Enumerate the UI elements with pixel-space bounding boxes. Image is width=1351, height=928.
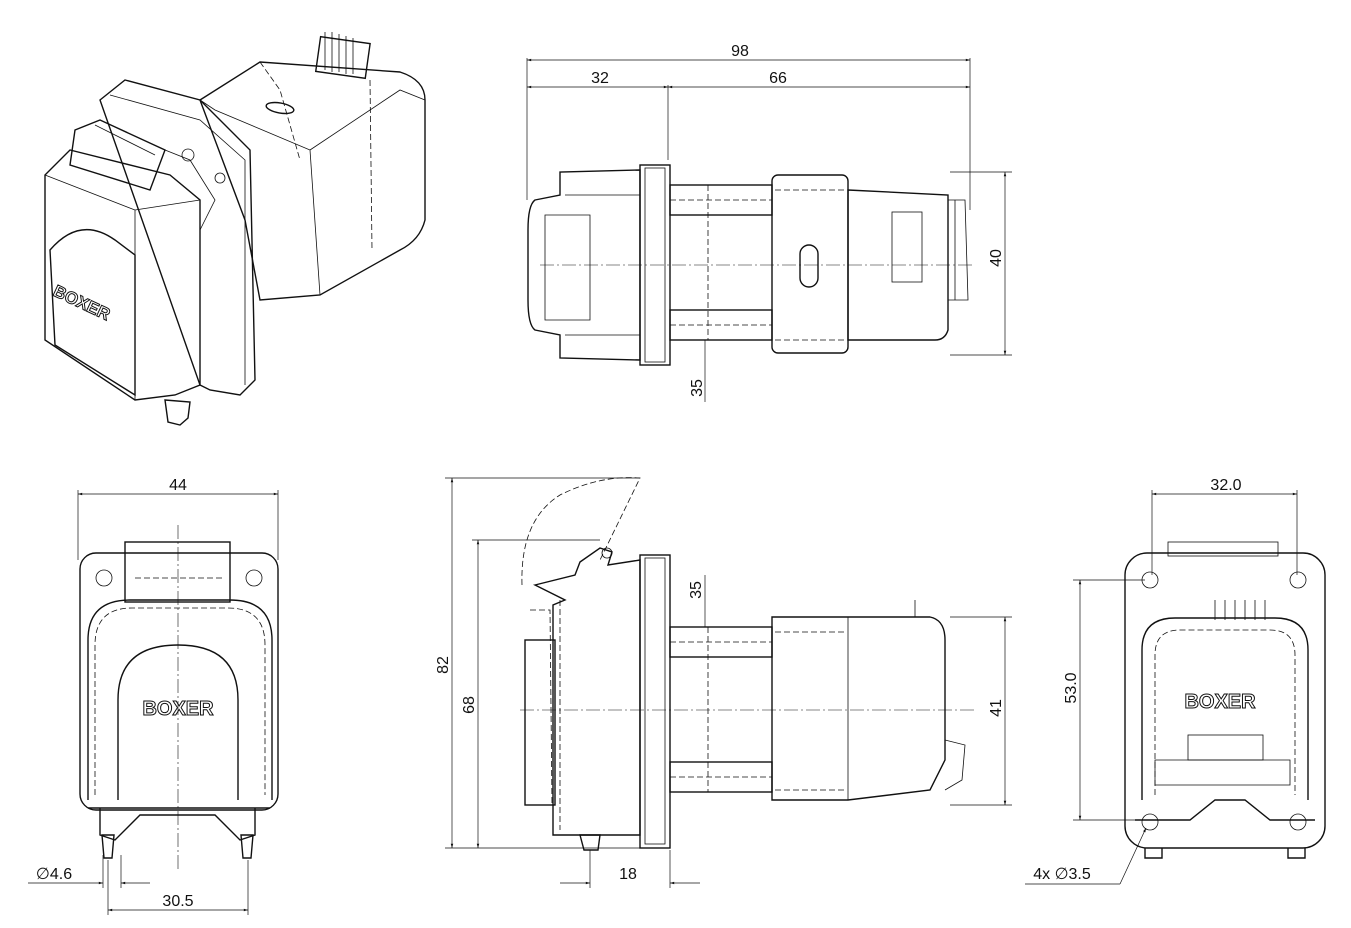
dim-shaft-offset: 35 [689,379,706,397]
dim-tube-spacing: 30.5 [162,893,193,910]
dim-height: 40 [988,249,1005,267]
bottom-side-dimensions: 82 68 35 41 18 [435,477,1012,888]
dim-tube-depth: 18 [619,866,637,883]
iso-logo: BOXER [50,281,113,324]
dim-motor-height: 41 [988,699,1005,717]
back-view: BOXER [1124,541,1326,859]
dim-hole-spacing-x: 32.0 [1210,477,1241,494]
front-view: BOXER [79,525,279,870]
back-logo: BOXER [1184,691,1256,713]
dim-width: 44 [169,477,187,494]
back-dimensions: 32.0 53.0 4x ∅3.5 [1025,477,1298,885]
bottom-side-view [520,477,975,851]
dim-shaft-offset: 35 [688,581,705,599]
dim-tube-diameter: ∅4.6 [36,866,72,883]
dim-mounting-holes: 4x ∅3.5 [1033,866,1091,883]
top-side-view [527,164,975,366]
dim-hole-spacing-y: 53.0 [1063,672,1080,703]
dim-rear-length: 66 [769,70,787,87]
dim-overall-length: 98 [731,43,749,60]
dim-height: 68 [461,696,478,714]
top-side-dimensions: 98 32 66 40 35 [526,43,1012,402]
dim-front-length: 32 [591,70,609,87]
dim-total-height-open: 82 [435,656,452,674]
front-dimensions: 44 ∅4.6 30.5 [28,477,279,915]
isometric-view: BOXER [44,32,426,426]
